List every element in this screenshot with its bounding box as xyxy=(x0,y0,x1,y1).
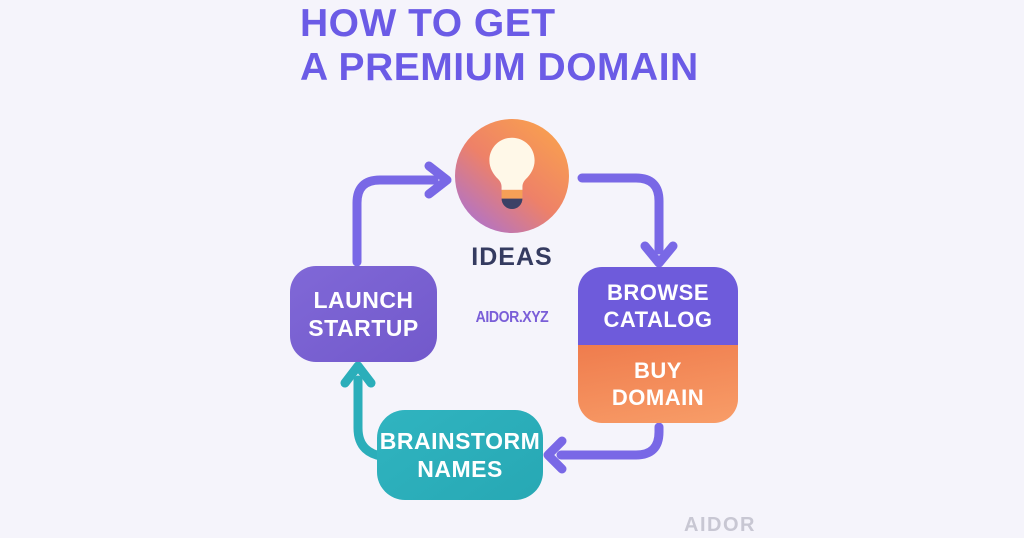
arrow-launch-to-ideas xyxy=(352,161,452,267)
browse-catalog-node: BROWSE CATALOG xyxy=(578,267,738,345)
ideas-node xyxy=(455,119,569,233)
center-domain-label: AIDOR.XYZ xyxy=(475,309,549,326)
arrow-buy-to-brainstorm xyxy=(543,422,664,474)
buy-domain-label-line2: DOMAIN xyxy=(611,385,705,410)
brainstorm-names-node: BRAINSTORM NAMES xyxy=(377,410,543,500)
launch-startup-label-line1: LAUNCH xyxy=(313,287,414,313)
browse-catalog-label-line2: CATALOG xyxy=(603,307,713,332)
brand-watermark: AIDOR xyxy=(684,514,756,536)
lightbulb-icon xyxy=(489,137,535,210)
ideas-node-label: IDEAS xyxy=(471,243,553,271)
launch-startup-label-line2: STARTUP xyxy=(308,315,419,341)
buy-domain-label-line1: BUY xyxy=(634,358,682,383)
brainstorm-names-label-line1: BRAINSTORM xyxy=(379,428,541,454)
buy-domain-node: BUY DOMAIN xyxy=(578,345,738,423)
launch-startup-node: LAUNCH STARTUP xyxy=(290,266,437,362)
page-title-line1: HOW TO GET xyxy=(300,2,556,45)
page-title: HOW TO GET A PREMIUM DOMAIN xyxy=(300,2,699,90)
arrow-ideas-to-browse xyxy=(577,173,678,268)
page-title-line2: A PREMIUM DOMAIN xyxy=(300,46,699,89)
brainstorm-names-label-line2: NAMES xyxy=(417,456,503,482)
browse-catalog-label-line1: BROWSE xyxy=(607,280,709,305)
browse-buy-node-group: BROWSE CATALOG BUY DOMAIN xyxy=(578,267,738,423)
